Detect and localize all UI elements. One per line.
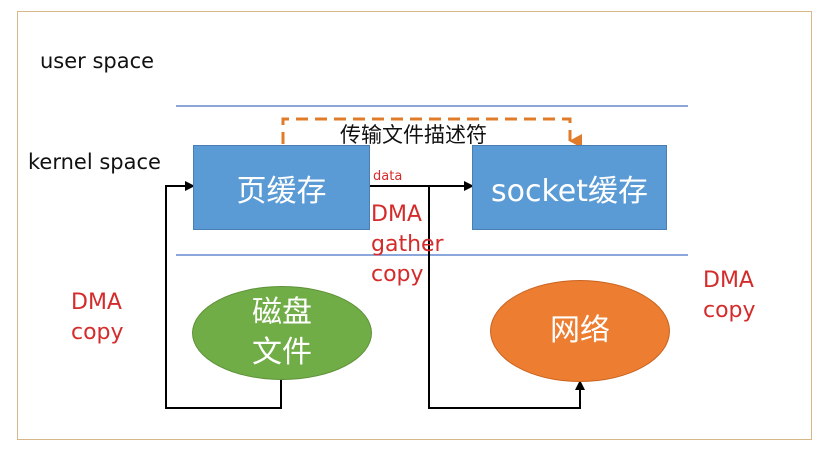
- dma-gather-line-3: copy: [371, 262, 424, 287]
- descriptor-dashed-arrow: [281, 117, 582, 148]
- kernel-space-label: kernel space: [28, 150, 161, 174]
- network-node: 网络: [490, 280, 670, 382]
- dma-copy-left-line-1: DMA: [71, 290, 122, 315]
- page-cache-node: 页缓存: [193, 145, 370, 230]
- user-space-label: user space: [40, 49, 155, 73]
- dma-copy-right-line-1: DMA: [703, 268, 754, 293]
- disk-file-line-1: 磁盘: [252, 295, 312, 330]
- dma-gather-line-1: DMA: [371, 202, 422, 227]
- transfer-descriptor-label: 传输文件描述符: [340, 123, 487, 147]
- dma-copy-right-line-2: copy: [703, 298, 756, 323]
- dma-gather-copy-label: DMA gather copy: [371, 200, 444, 290]
- socket-buffer-node: socket缓存: [472, 145, 667, 230]
- dma-copy-right-label: DMA copy: [703, 266, 756, 326]
- disk-file-node: 磁盘 文件: [192, 286, 372, 380]
- dma-gather-line-2: gather: [371, 232, 444, 257]
- dma-copy-left-line-2: copy: [71, 320, 124, 345]
- diagram-frame: [17, 11, 812, 440]
- dma-copy-left-label: DMA copy: [71, 288, 124, 348]
- disk-file-line-2: 文件: [252, 335, 312, 370]
- gather-to-network-arrow: [428, 186, 585, 409]
- disk-to-pagecache-arrow: [165, 181, 282, 409]
- data-label: data: [373, 169, 403, 184]
